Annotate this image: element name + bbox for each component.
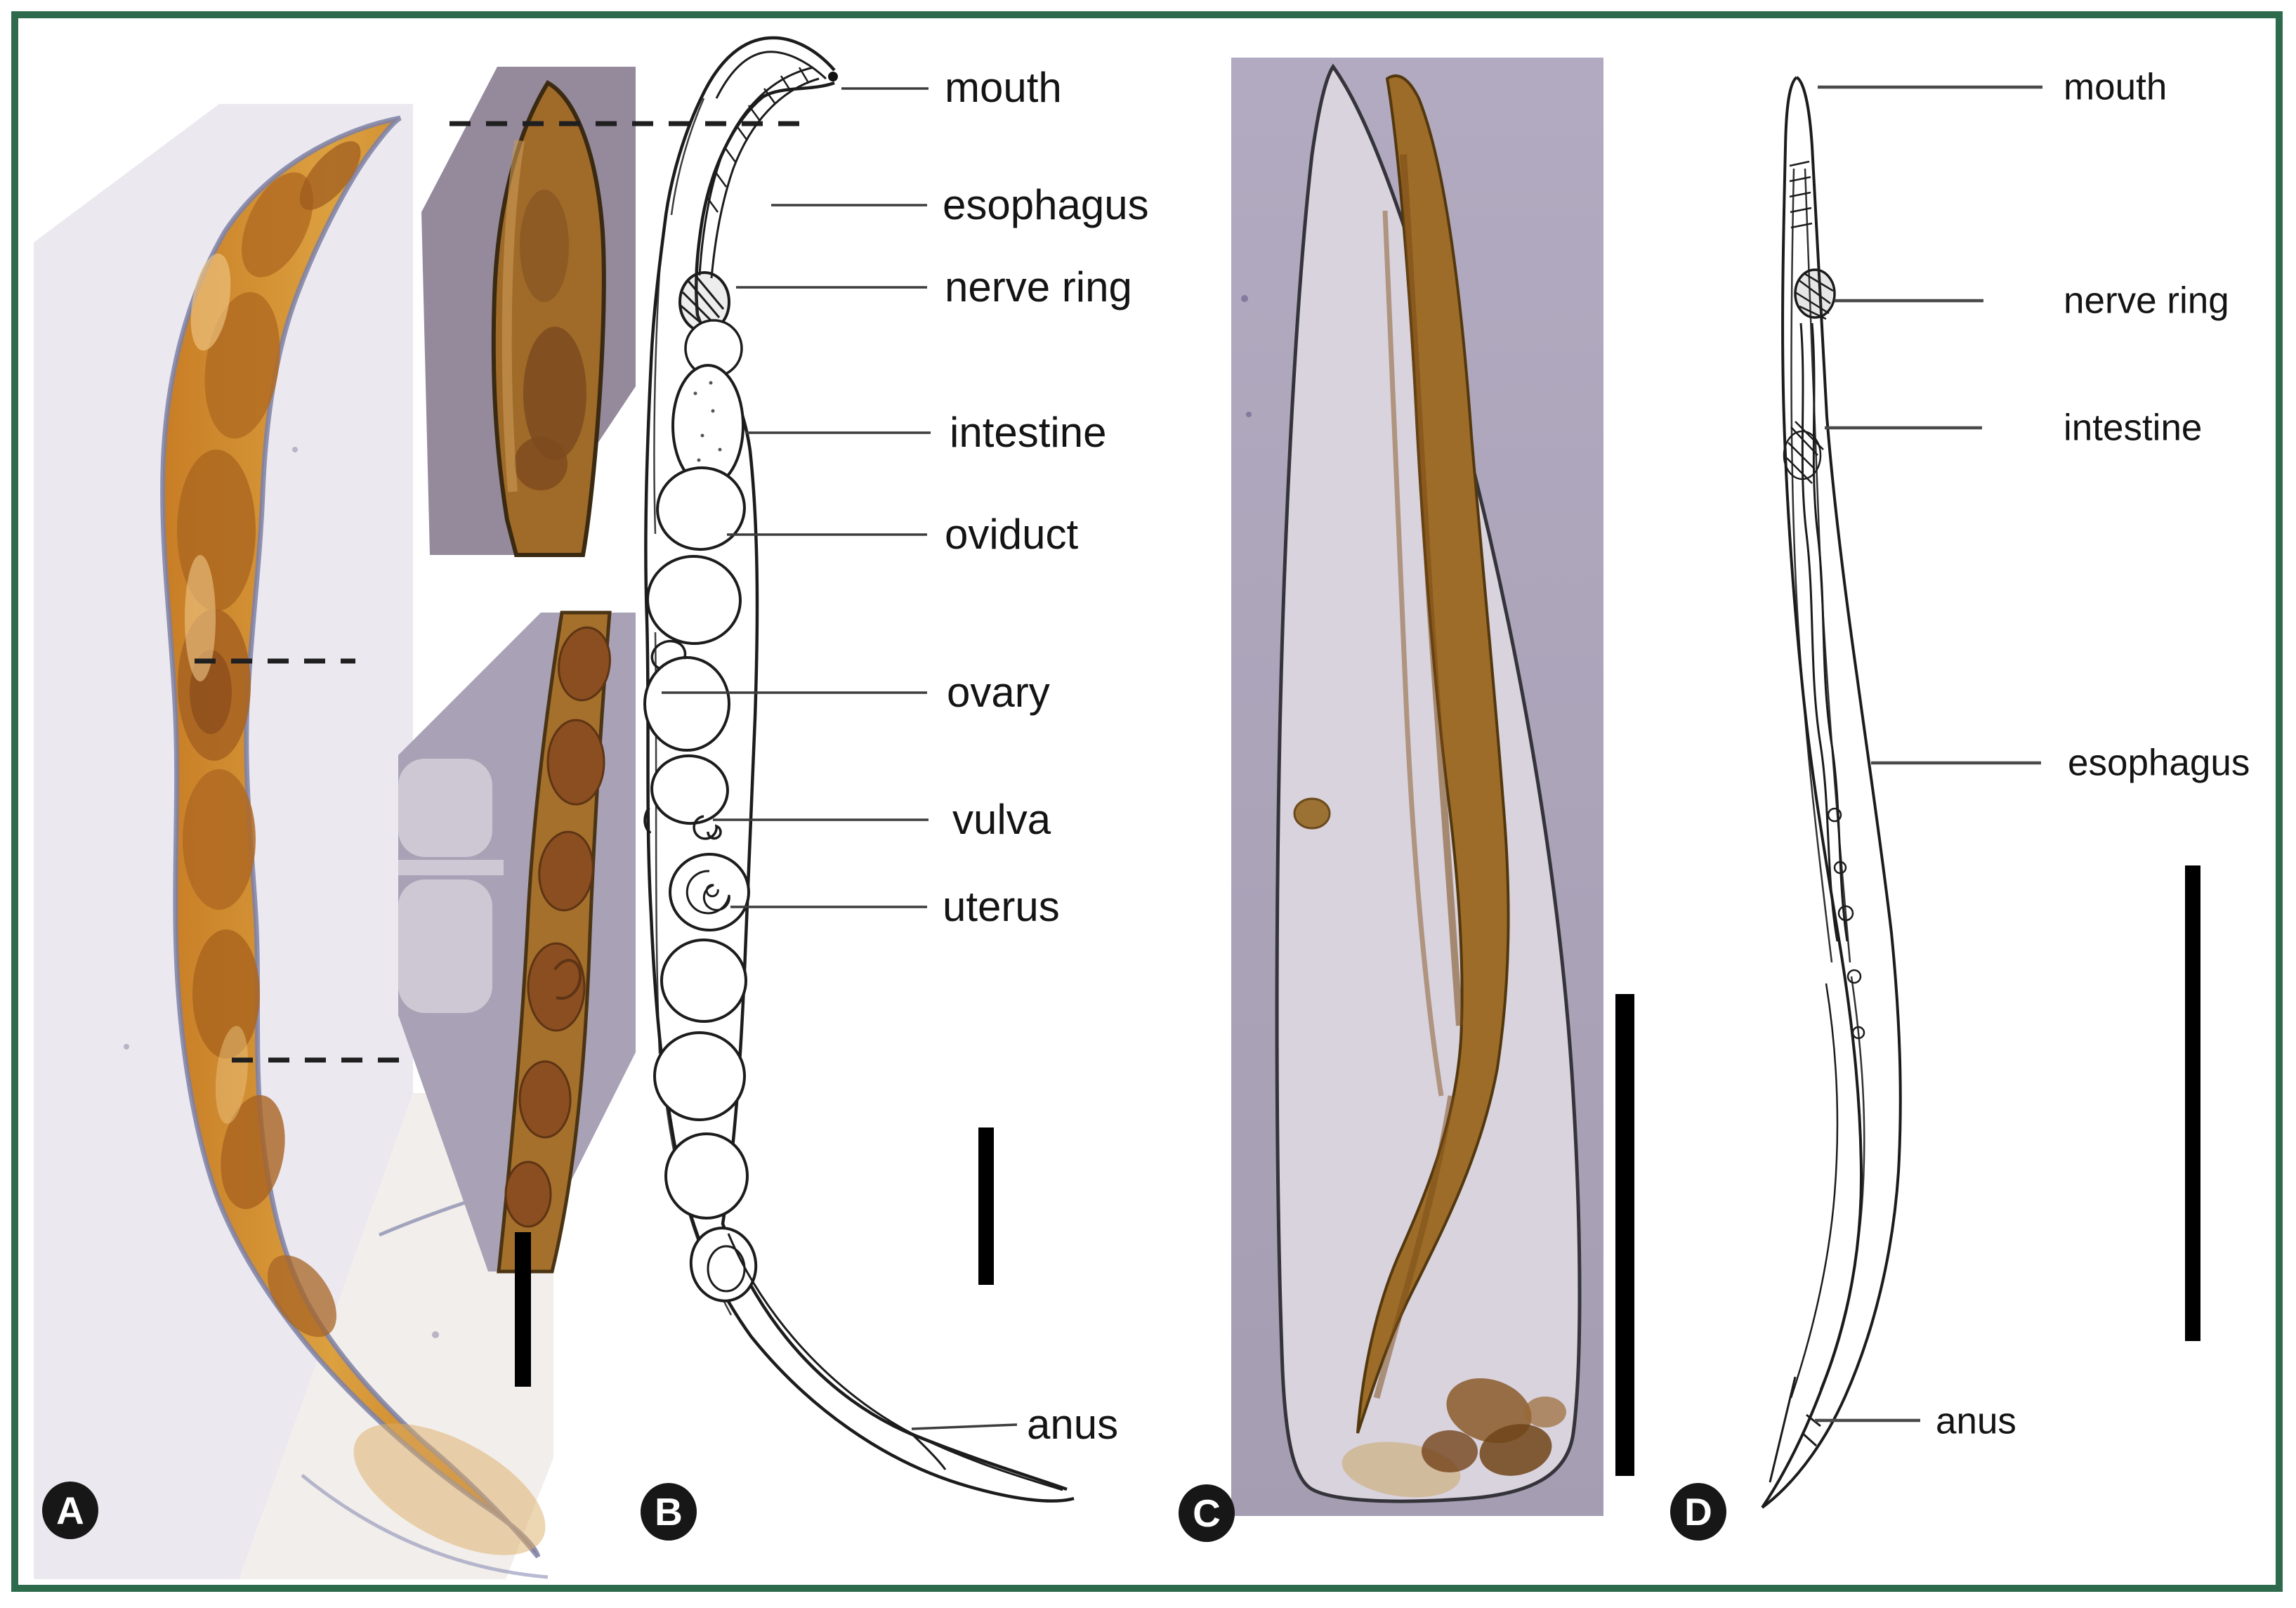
inset1-organ: [514, 437, 568, 490]
label-uterus-b: uterus: [943, 883, 1060, 930]
inset1-organ: [520, 190, 569, 302]
egg: [643, 656, 730, 752]
label-oviduct-b: oviduct: [945, 511, 1079, 558]
leader-lines-b: [662, 87, 1018, 1430]
egg: [656, 466, 746, 551]
inset1-highlight: [501, 139, 525, 492]
worm-d-inner-lower: [1790, 983, 1839, 1399]
inset2-mount-channel: [398, 860, 504, 875]
esophagus-hatching: [705, 67, 809, 213]
label-anus-d: anus: [1936, 1400, 2016, 1442]
nerve-ring-scribble-d: [1795, 273, 1834, 320]
egg: [650, 754, 729, 825]
bottom-debris: [1341, 1378, 1566, 1498]
oviduct-coil: [650, 639, 687, 670]
worm-a-inner-organs: [177, 141, 546, 1555]
worm-b-head-inner: [715, 51, 827, 99]
label-vulva-b: vulva: [952, 796, 1051, 843]
tail-inner-d: [1769, 1376, 1797, 1483]
esophagus-tube-d-2: [1811, 322, 1849, 942]
scale-bar-d: [2185, 865, 2200, 1341]
inset2-eggs: [504, 626, 611, 1228]
leader-lines-d: [1815, 85, 2042, 1423]
vulva-notch: [643, 806, 652, 835]
esophagus-bubbles-d: [1827, 807, 1865, 1040]
inset2-mount-medium: [398, 759, 492, 857]
photo-c-specks: [1241, 295, 1252, 417]
worm-c-texture: [1373, 154, 1463, 1399]
egg: [664, 1132, 749, 1220]
inset-head-closeup: [421, 67, 636, 557]
label-intestine-d: intestine: [2064, 407, 2203, 449]
badge-panel-d: D: [1670, 1483, 1726, 1541]
label-esophagus-d: esophagus: [2068, 742, 2250, 784]
photo-a-membrane-line2: [301, 1474, 549, 1579]
anus-spur: [912, 1434, 947, 1470]
inset-midbody-closeup: [398, 610, 636, 1274]
mouth-tip-b: [828, 72, 838, 81]
esophagus-line-2: [710, 77, 820, 279]
panel-d-drawing: [1761, 76, 2200, 1509]
esophagus-tube-d-1: [1799, 322, 1839, 942]
label-nerve-ring-b: nerve ring: [945, 263, 1132, 311]
mount-shard: [1275, 63, 1582, 1503]
label-anus-b: anus: [1027, 1401, 1119, 1448]
debris-blob: [1293, 797, 1331, 830]
egg: [646, 554, 742, 646]
scale-bar-b: [978, 1127, 994, 1285]
egg-chain-b: [643, 466, 758, 1302]
label-esophagus-b: esophagus: [943, 181, 1149, 228]
label-intestine-b: intestine: [950, 409, 1107, 456]
scale-bar-c: [1615, 994, 1634, 1476]
label-ovary-b: ovary: [947, 669, 1050, 716]
badge-panel-c: C: [1179, 1484, 1235, 1542]
label-mouth-d: mouth: [2064, 66, 2167, 108]
scale-bar-a: [515, 1232, 531, 1387]
uterus-coiled-larva: [685, 870, 730, 915]
label-nerve-ring-d: nerve ring: [2064, 280, 2229, 322]
egg: [653, 1031, 746, 1121]
inset1-organ: [523, 327, 586, 460]
section-dash-lines: [195, 121, 808, 1063]
anus-notch-d: [1801, 1413, 1821, 1447]
egg-uterus: [669, 853, 750, 932]
panel-c-micrograph: [1231, 58, 1634, 1516]
inset2-mount-medium: [398, 880, 492, 1013]
tail-inner-line: [727, 1233, 1063, 1491]
worm-b-outline-dorsal: [644, 36, 1075, 1503]
esophagus-line-1: [698, 66, 814, 276]
panel-a-micrograph: [34, 67, 808, 1579]
figure-border: [11, 11, 2283, 1592]
head-hatching-d: [1789, 160, 1813, 229]
label-mouth-b: mouth: [945, 64, 1062, 111]
badge-panel-b: B: [641, 1483, 697, 1541]
egg: [660, 939, 747, 1023]
panel-b-drawing: [643, 36, 1075, 1503]
nerve-ring-d: [1794, 268, 1836, 319]
intestine-speckle: [693, 381, 722, 462]
badge-panel-a: A: [42, 1482, 98, 1539]
inset2-egg-detail: [553, 959, 582, 1000]
worm-b-outline-ventral: [695, 81, 1068, 1491]
vulva-coil: [693, 815, 722, 840]
